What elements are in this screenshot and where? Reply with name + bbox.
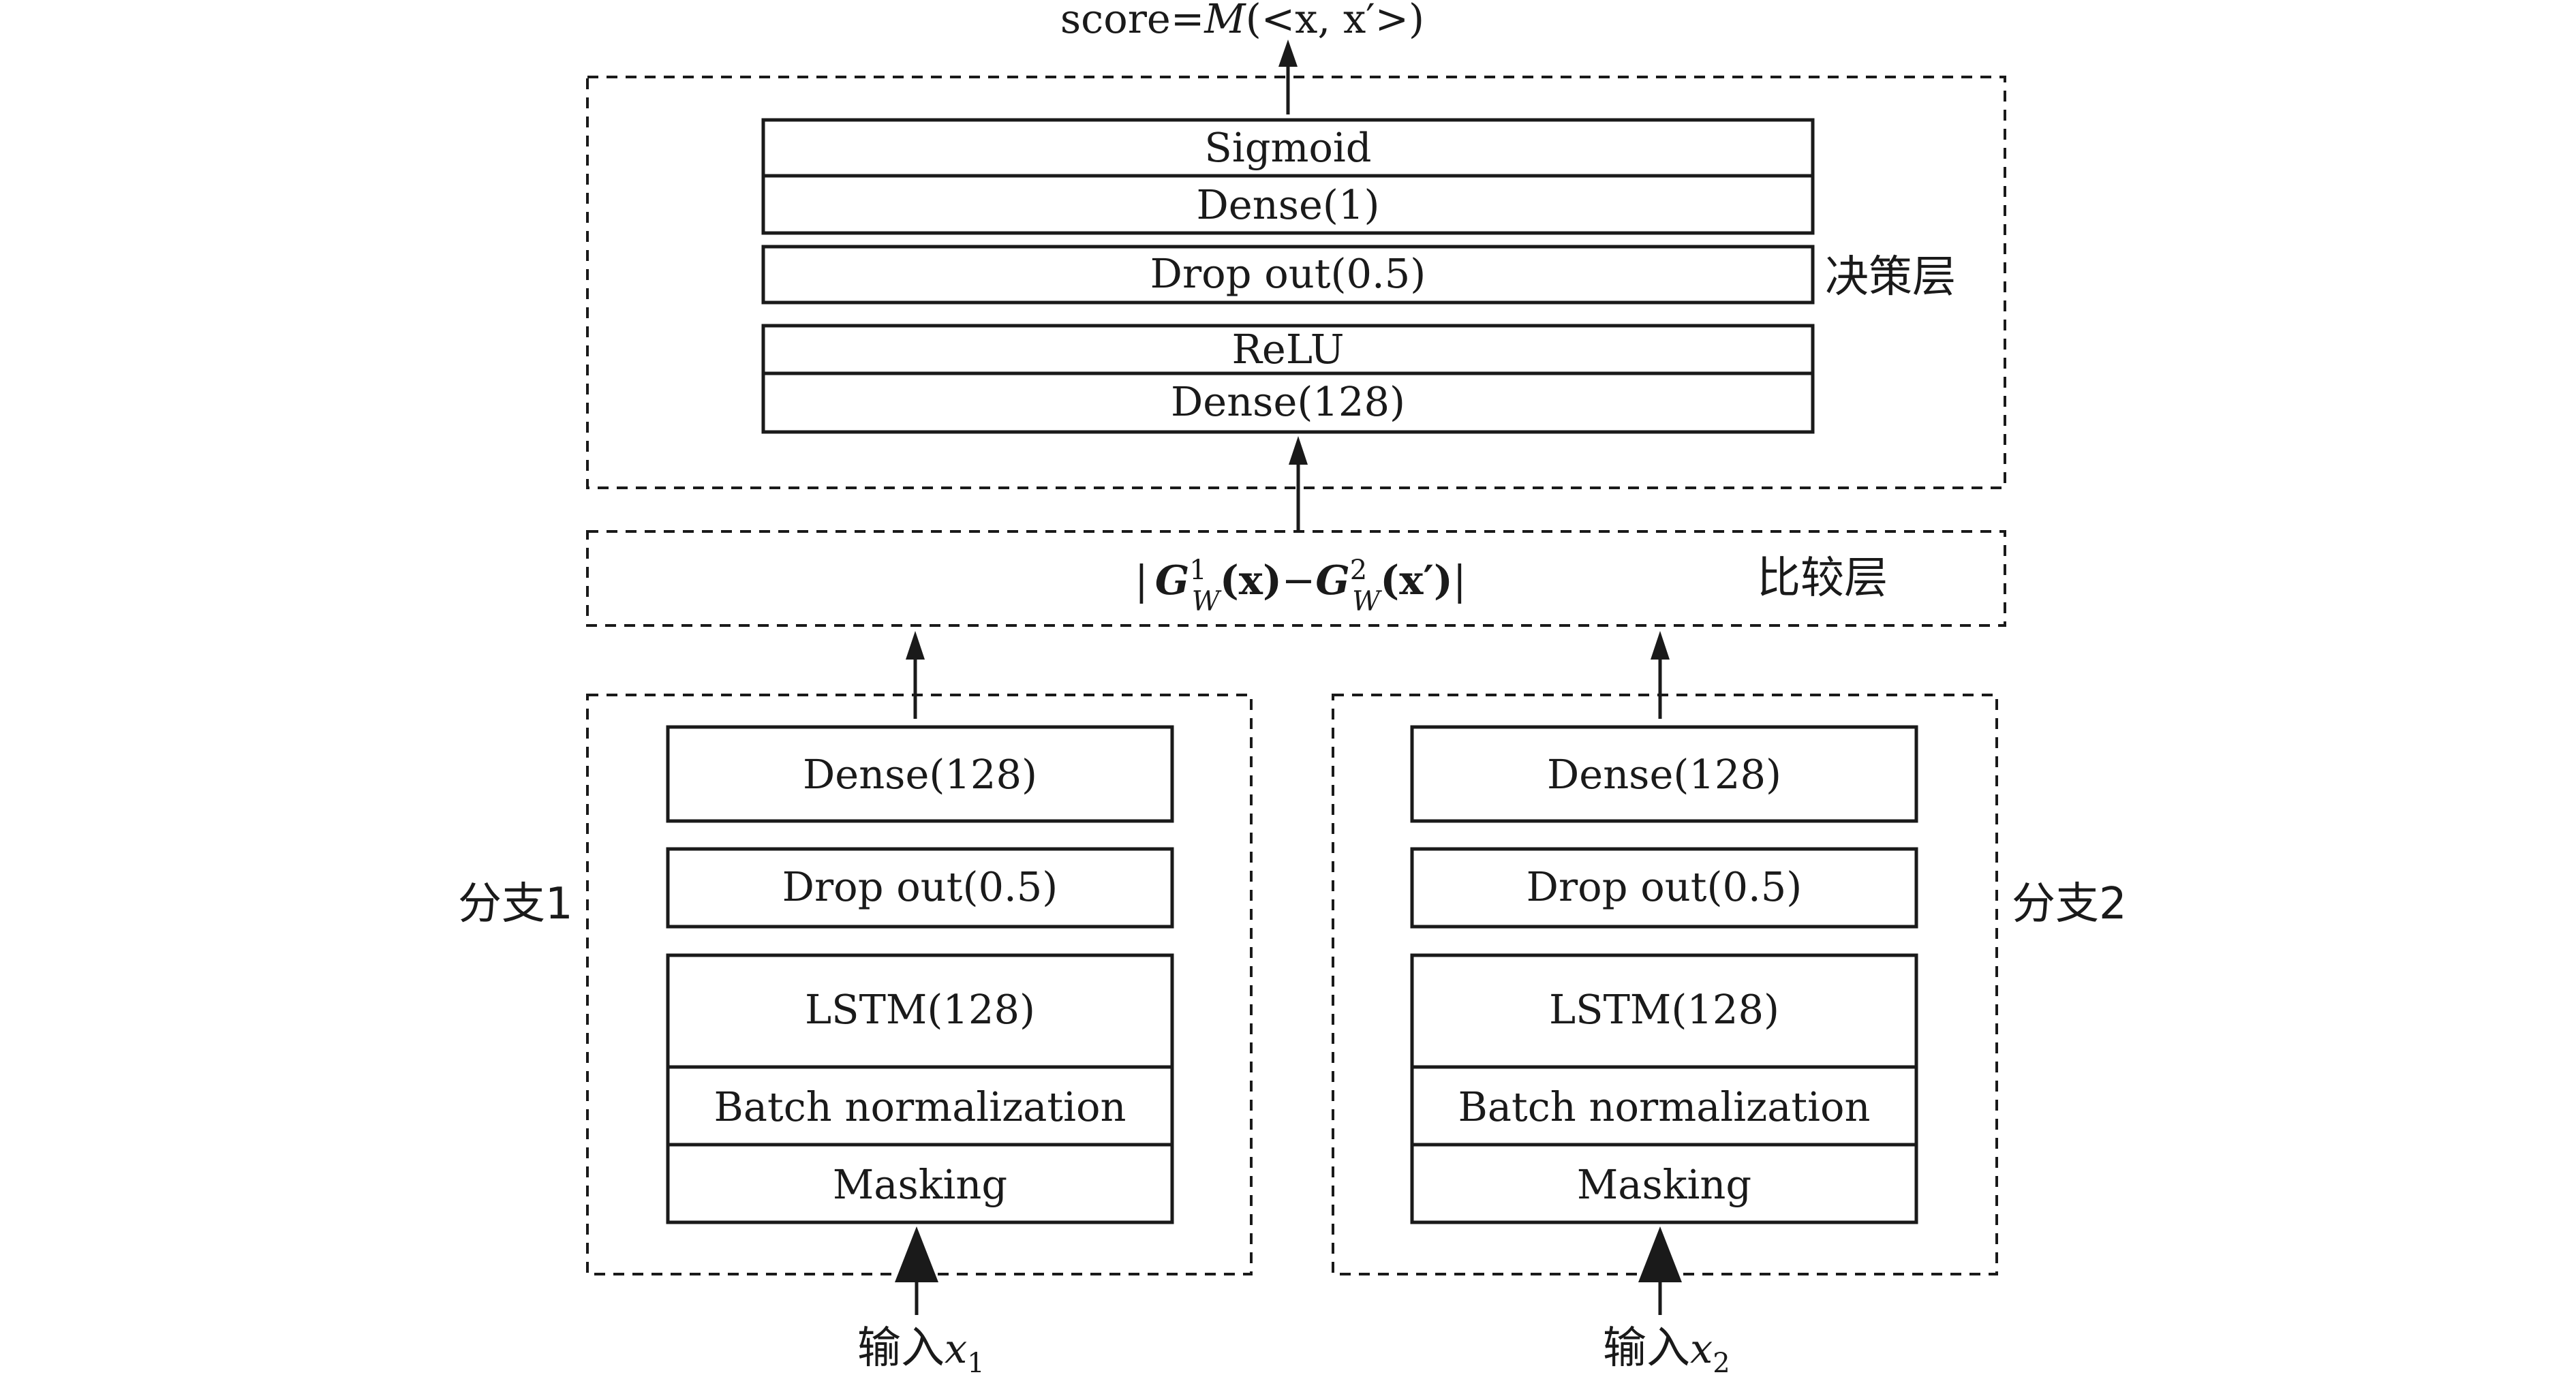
layer-label-dropout: Drop out(0.5) bbox=[1150, 250, 1426, 297]
formula-bar-open: | bbox=[1135, 557, 1148, 604]
layer-label-dense-1: Dense(1) bbox=[1197, 181, 1380, 228]
branch2-input-arrow-head bbox=[1638, 1226, 1682, 1282]
branch1-input-var: x bbox=[945, 1325, 967, 1372]
branch2-label-dense: Dense(128) bbox=[1547, 751, 1781, 798]
formula-bar-close: | bbox=[1453, 557, 1467, 604]
branch1-box-dense bbox=[666, 725, 1174, 823]
arrow-decision-to-output-head bbox=[1278, 40, 1298, 67]
layer-box-dense-1 bbox=[761, 174, 1815, 235]
branch2-box-lstm bbox=[1410, 953, 1918, 1069]
layer-box-relu bbox=[761, 324, 1815, 375]
branch2-box-dropout bbox=[1410, 847, 1918, 929]
branch2-label-dropout: Drop out(0.5) bbox=[1527, 863, 1803, 910]
branch2-box-dense bbox=[1410, 725, 1918, 823]
layer-box-dropout bbox=[761, 245, 1815, 305]
branch2-input-prefix: 输入 bbox=[1603, 1323, 1690, 1374]
branch2-input-sub: 2 bbox=[1713, 1348, 1730, 1377]
branch1-input-sub: 1 bbox=[967, 1348, 984, 1377]
branch1-label: 分支1 bbox=[458, 879, 573, 929]
layer-label-dense-128: Dense(128) bbox=[1171, 378, 1405, 425]
branch2-label: 分支2 bbox=[2012, 879, 2127, 929]
arrow-branch2-to-compare-head bbox=[1651, 631, 1670, 660]
branch1-label-dropout: Drop out(0.5) bbox=[782, 863, 1058, 910]
branch1-label-lstm: LSTM(128) bbox=[805, 986, 1035, 1033]
branch1-label-masking: Masking bbox=[833, 1161, 1007, 1208]
layer-box-dense-128 bbox=[761, 371, 1815, 434]
decision-layer-label: 决策层 bbox=[1825, 252, 1956, 303]
layer-label-sigmoid: Sigmoid bbox=[1204, 124, 1371, 171]
formula-g1-sup: 1 bbox=[1189, 555, 1206, 586]
branch2-label-batchnorm: Batch normalization bbox=[1458, 1083, 1871, 1130]
output-prefix: score= bbox=[1060, 0, 1204, 42]
branch2-input-label: 输入x2 bbox=[1603, 1323, 1730, 1377]
branch1-input-prefix: 输入 bbox=[857, 1323, 945, 1374]
layer-label-relu: ReLU bbox=[1231, 326, 1344, 373]
arrow-branch1-to-compare-head bbox=[906, 631, 925, 660]
output-func: M bbox=[1203, 0, 1246, 42]
branch1-label-dense: Dense(128) bbox=[803, 751, 1037, 798]
formula-g1: G bbox=[1155, 557, 1189, 604]
branch1-box-masking bbox=[666, 1143, 1174, 1224]
compare-layer-frame bbox=[586, 530, 2006, 627]
branch2-label-masking: Masking bbox=[1577, 1161, 1751, 1208]
branch2-input-var: x bbox=[1690, 1325, 1713, 1372]
decision-layer-frame bbox=[586, 76, 2006, 489]
branch1-box-dropout bbox=[666, 847, 1174, 929]
formula-g2-sup: 2 bbox=[1350, 555, 1367, 586]
arrow-compare-to-decision-head bbox=[1289, 436, 1308, 465]
branch2-label-lstm: LSTM(128) bbox=[1549, 986, 1779, 1033]
formula-minus: − bbox=[1282, 557, 1315, 604]
output-score-label: score=M(<x, x′>) bbox=[1060, 0, 1424, 42]
branch2-box-batchnorm bbox=[1410, 1065, 1918, 1147]
branch1-input-arrow-head bbox=[895, 1226, 938, 1282]
layer-box-sigmoid bbox=[761, 118, 1815, 178]
formula-g2-sub: W bbox=[1352, 586, 1382, 617]
branch1-label-batchnorm: Batch normalization bbox=[714, 1083, 1126, 1130]
formula-g1-sub: W bbox=[1192, 586, 1222, 617]
branch2-box-masking bbox=[1410, 1143, 1918, 1224]
formula-g1-arg: (x) bbox=[1220, 557, 1282, 604]
output-args: (<x, x′>) bbox=[1246, 0, 1424, 42]
formula-g2-arg: (x′) bbox=[1380, 557, 1453, 604]
compare-layer-label: 比较层 bbox=[1757, 553, 1888, 604]
branch1-input-label: 输入x1 bbox=[857, 1323, 985, 1377]
formula-g2: G bbox=[1315, 557, 1349, 604]
